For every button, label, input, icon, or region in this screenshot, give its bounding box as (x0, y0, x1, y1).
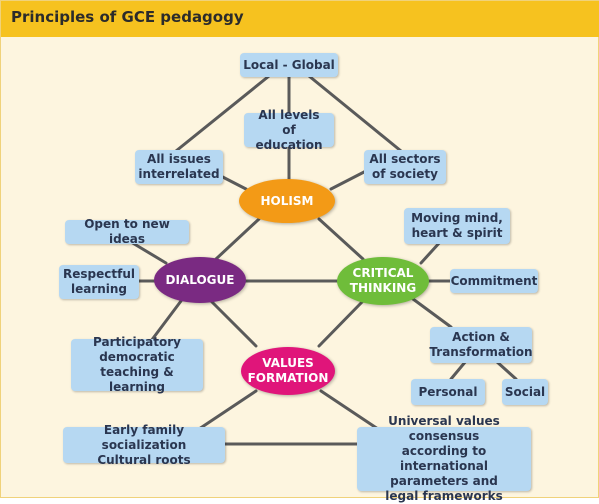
box-label-line: All sectors (369, 152, 441, 166)
connector-line (149, 299, 183, 343)
connector-line (449, 359, 468, 381)
box-label: Open to new ideas (84, 217, 170, 246)
dialogue-hub: DIALOGUE (154, 257, 246, 303)
title-bar: Principles of GCE pedagogy (1, 1, 599, 37)
universal-values-box: Universal values consensus according to … (357, 414, 531, 503)
open-ideas-box: Open to new ideas (65, 217, 189, 246)
hub-label: HOLISM (260, 193, 314, 208)
all-sectors-box: All sectors of society (364, 150, 446, 184)
hub-label-line: VALUES (262, 356, 314, 370)
all-issues-box: All issues interrelated (135, 150, 223, 184)
box-label-line: Transformation (429, 345, 533, 359)
connector-line (209, 299, 258, 348)
box-label: Social (504, 384, 546, 399)
box-label-line: interrelated (138, 167, 220, 181)
respectful-learning-box: Respectful learning (59, 265, 139, 299)
critical-thinking-hub: CRITICAL THINKING (337, 257, 429, 305)
box-label-line: parameters and (390, 474, 498, 488)
box-label-line: Action & (452, 330, 510, 344)
box-label-line: Early family socialization (101, 422, 187, 452)
connector-line (329, 169, 368, 191)
connector-line (419, 239, 443, 265)
box-label-line: Respectful (63, 267, 135, 281)
connector-line (174, 74, 271, 153)
connector-line (214, 217, 261, 261)
early-family-box: Early family socialization Cultural root… (63, 423, 225, 467)
hub-label-line: CRITICAL (352, 266, 414, 280)
values-formation-hub: VALUES FORMATION (241, 347, 335, 395)
connector-line (317, 217, 365, 261)
box-label-line: teaching & learning (100, 365, 174, 394)
box-label-line: All levels (258, 107, 320, 122)
box-label-line: of society (372, 167, 438, 181)
box-label-line: Moving mind, (411, 211, 503, 225)
hub-label-line: THINKING (349, 281, 417, 295)
box-label: Commitment (450, 273, 538, 288)
all-levels-box: All levels of education (244, 108, 334, 152)
box-label-line: of education (255, 122, 323, 152)
box-label-line: democratic (99, 350, 175, 364)
connector-line (319, 389, 383, 433)
box-label-line: legal frameworks (385, 489, 503, 503)
box-label-line: heart & spirit (411, 226, 503, 240)
moving-mind-box: Moving mind, heart & spirit (404, 208, 510, 244)
social-box: Social (502, 379, 548, 405)
connector-line (194, 389, 258, 433)
box-label: Personal (418, 384, 478, 399)
personal-box: Personal (411, 379, 485, 405)
participatory-box: Participatory democratic teaching & lear… (71, 335, 203, 394)
box-label-line: Participatory (93, 335, 181, 349)
box-label-line: Universal values consensus (388, 414, 500, 443)
connector-line (411, 297, 453, 329)
commitment-box: Commitment (450, 269, 538, 293)
local-global-box: Local - Global (240, 53, 338, 77)
diagram-title: Principles of GCE pedagogy (11, 8, 244, 26)
box-label: Local - Global (243, 57, 335, 72)
box-label-line: according to international (400, 444, 488, 473)
hub-label: DIALOGUE (165, 272, 235, 287)
connector-line (317, 299, 365, 348)
connector-line (129, 240, 168, 265)
box-label-line: All issues (147, 152, 211, 166)
hub-label-line: FORMATION (247, 371, 329, 385)
action-transformation-box: Action & Transformation (429, 327, 533, 363)
holism-hub: HOLISM (239, 179, 335, 223)
connector-line (494, 359, 518, 381)
connector-line (307, 74, 403, 153)
box-label-line: learning (70, 282, 128, 296)
box-label-line: Cultural roots (97, 452, 191, 467)
